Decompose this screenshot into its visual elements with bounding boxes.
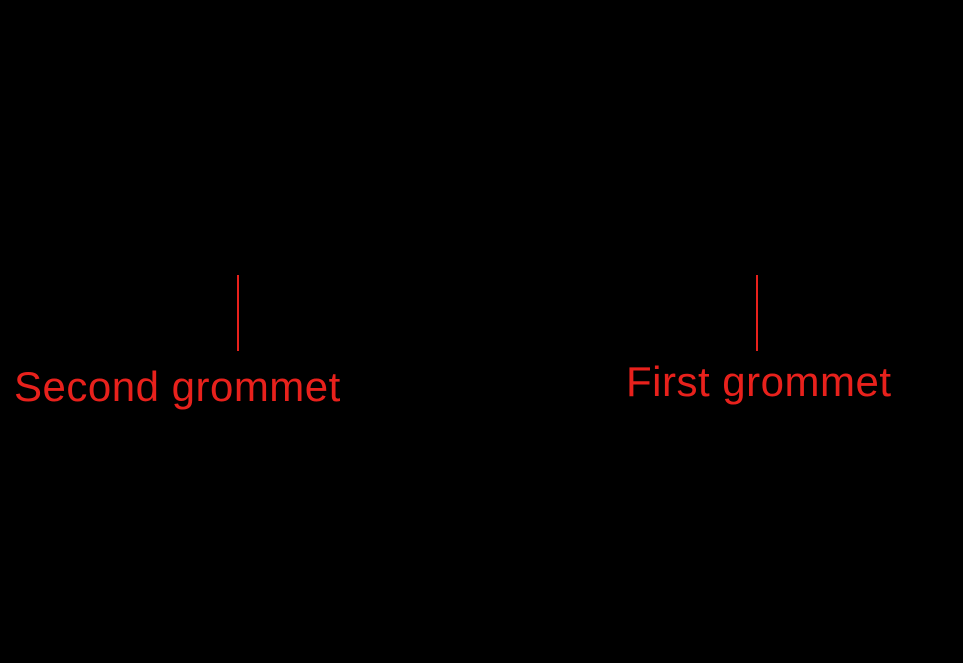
first-grommet-label: First grommet — [626, 358, 892, 405]
first-grommet-leader-line — [756, 275, 758, 351]
second-grommet-label: Second grommet — [14, 363, 341, 410]
second-grommet-leader-line — [237, 275, 239, 351]
